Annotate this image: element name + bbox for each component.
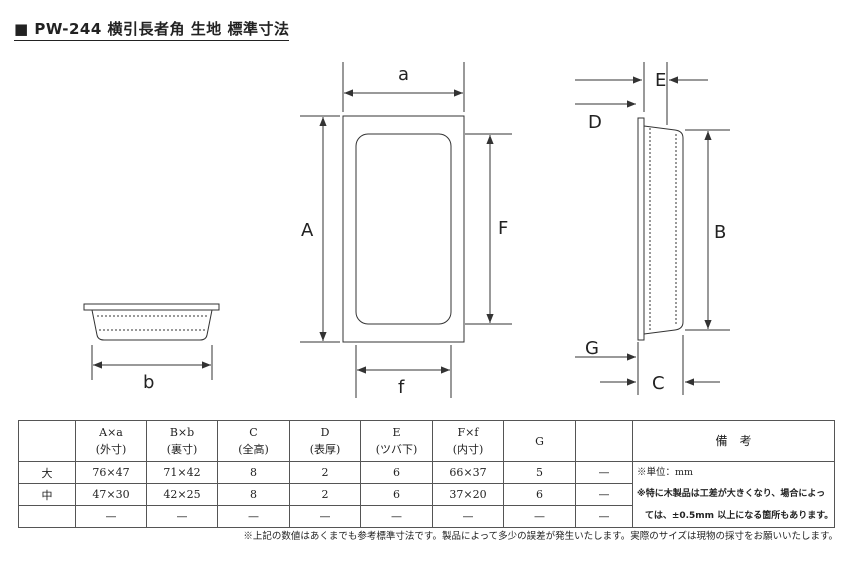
header-cell <box>575 420 633 462</box>
label-b: b <box>143 372 154 393</box>
cell: — <box>432 505 504 528</box>
cell: 66×37 <box>432 461 504 484</box>
label-E: E <box>655 70 666 91</box>
cell: 6 <box>360 483 433 506</box>
remark-tolerance-cont: ては、±0.5mm 以上になる箇所もあります。 <box>645 511 834 521</box>
header-cell: F×f(内寸) <box>432 420 504 462</box>
header-cell: D(表厚) <box>289 420 361 462</box>
cell: — <box>217 505 290 528</box>
cell: 47×30 <box>75 483 147 506</box>
cell: 76×47 <box>75 461 147 484</box>
table-row: — — — — — — — — <box>18 505 835 528</box>
cell: — <box>289 505 361 528</box>
technical-drawing: a A F f b E D B G C <box>83 62 730 398</box>
header-cell: B×b(裏寸) <box>146 420 218 462</box>
remarks-cell: ※単位：mm ※特に木製品は工差が大きくなり、場合によっ ては、±0.5mm 以… <box>632 461 835 528</box>
cell: 6 <box>360 461 433 484</box>
table-row: 大 76×47 71×42 8 2 6 66×37 5 — ※単位：mm ※特に… <box>18 461 835 528</box>
cell: 8 <box>217 483 290 506</box>
cell: 5 <box>503 461 576 484</box>
footnote: ※上記の数値はあくまでも参考標準寸法です。製品によって多少の誤差が発生いたします… <box>243 531 838 542</box>
cell: 大 <box>18 461 76 484</box>
cell: 37×20 <box>432 483 504 506</box>
header-cell: E(ツバ下) <box>360 420 433 462</box>
label-F: F <box>498 218 508 239</box>
cell: — <box>146 505 218 528</box>
dimension-table: A×a(外寸) B×b(裏寸) C(全高) D(表厚) E(ツバ下) F×f(内… <box>18 420 835 528</box>
label-B: B <box>714 222 726 243</box>
cell: — <box>360 505 433 528</box>
cell: — <box>575 483 633 506</box>
label-A: A <box>301 220 314 241</box>
cell <box>18 505 76 528</box>
table-row: 中 47×30 42×25 8 2 6 37×20 6 — <box>18 483 835 506</box>
front-view <box>300 62 512 398</box>
cell: — <box>503 505 576 528</box>
cell: — <box>575 461 633 484</box>
cell: 2 <box>289 461 361 484</box>
header-cell <box>18 420 76 462</box>
page-title: ■ PW-244 横引長者角 生地 標準寸法 <box>14 18 290 41</box>
cell: 42×25 <box>146 483 218 506</box>
remark-tolerance: ※特に木製品は工差が大きくなり、場合によっ <box>637 489 826 499</box>
header-cell: C(全高) <box>217 420 290 462</box>
remark-unit: ※単位：mm <box>637 467 694 478</box>
table-header-row: A×a(外寸) B×b(裏寸) C(全高) D(表厚) E(ツバ下) F×f(内… <box>18 420 835 462</box>
label-f: f <box>398 377 405 398</box>
label-D: D <box>588 112 602 133</box>
side-view-bottom <box>83 303 220 380</box>
header-cell: G <box>503 420 576 462</box>
header-cell: A×a(外寸) <box>75 420 147 462</box>
cell: 中 <box>18 483 76 506</box>
remarks-header: 備 考 <box>632 420 835 462</box>
label-C: C <box>652 373 665 394</box>
cell: 8 <box>217 461 290 484</box>
cell: 71×42 <box>146 461 218 484</box>
cell: 2 <box>289 483 361 506</box>
cell: — <box>575 505 633 528</box>
cell: — <box>75 505 147 528</box>
cell: 6 <box>503 483 576 506</box>
label-G: G <box>585 338 599 359</box>
side-view-right <box>575 62 730 395</box>
label-a: a <box>398 64 409 85</box>
